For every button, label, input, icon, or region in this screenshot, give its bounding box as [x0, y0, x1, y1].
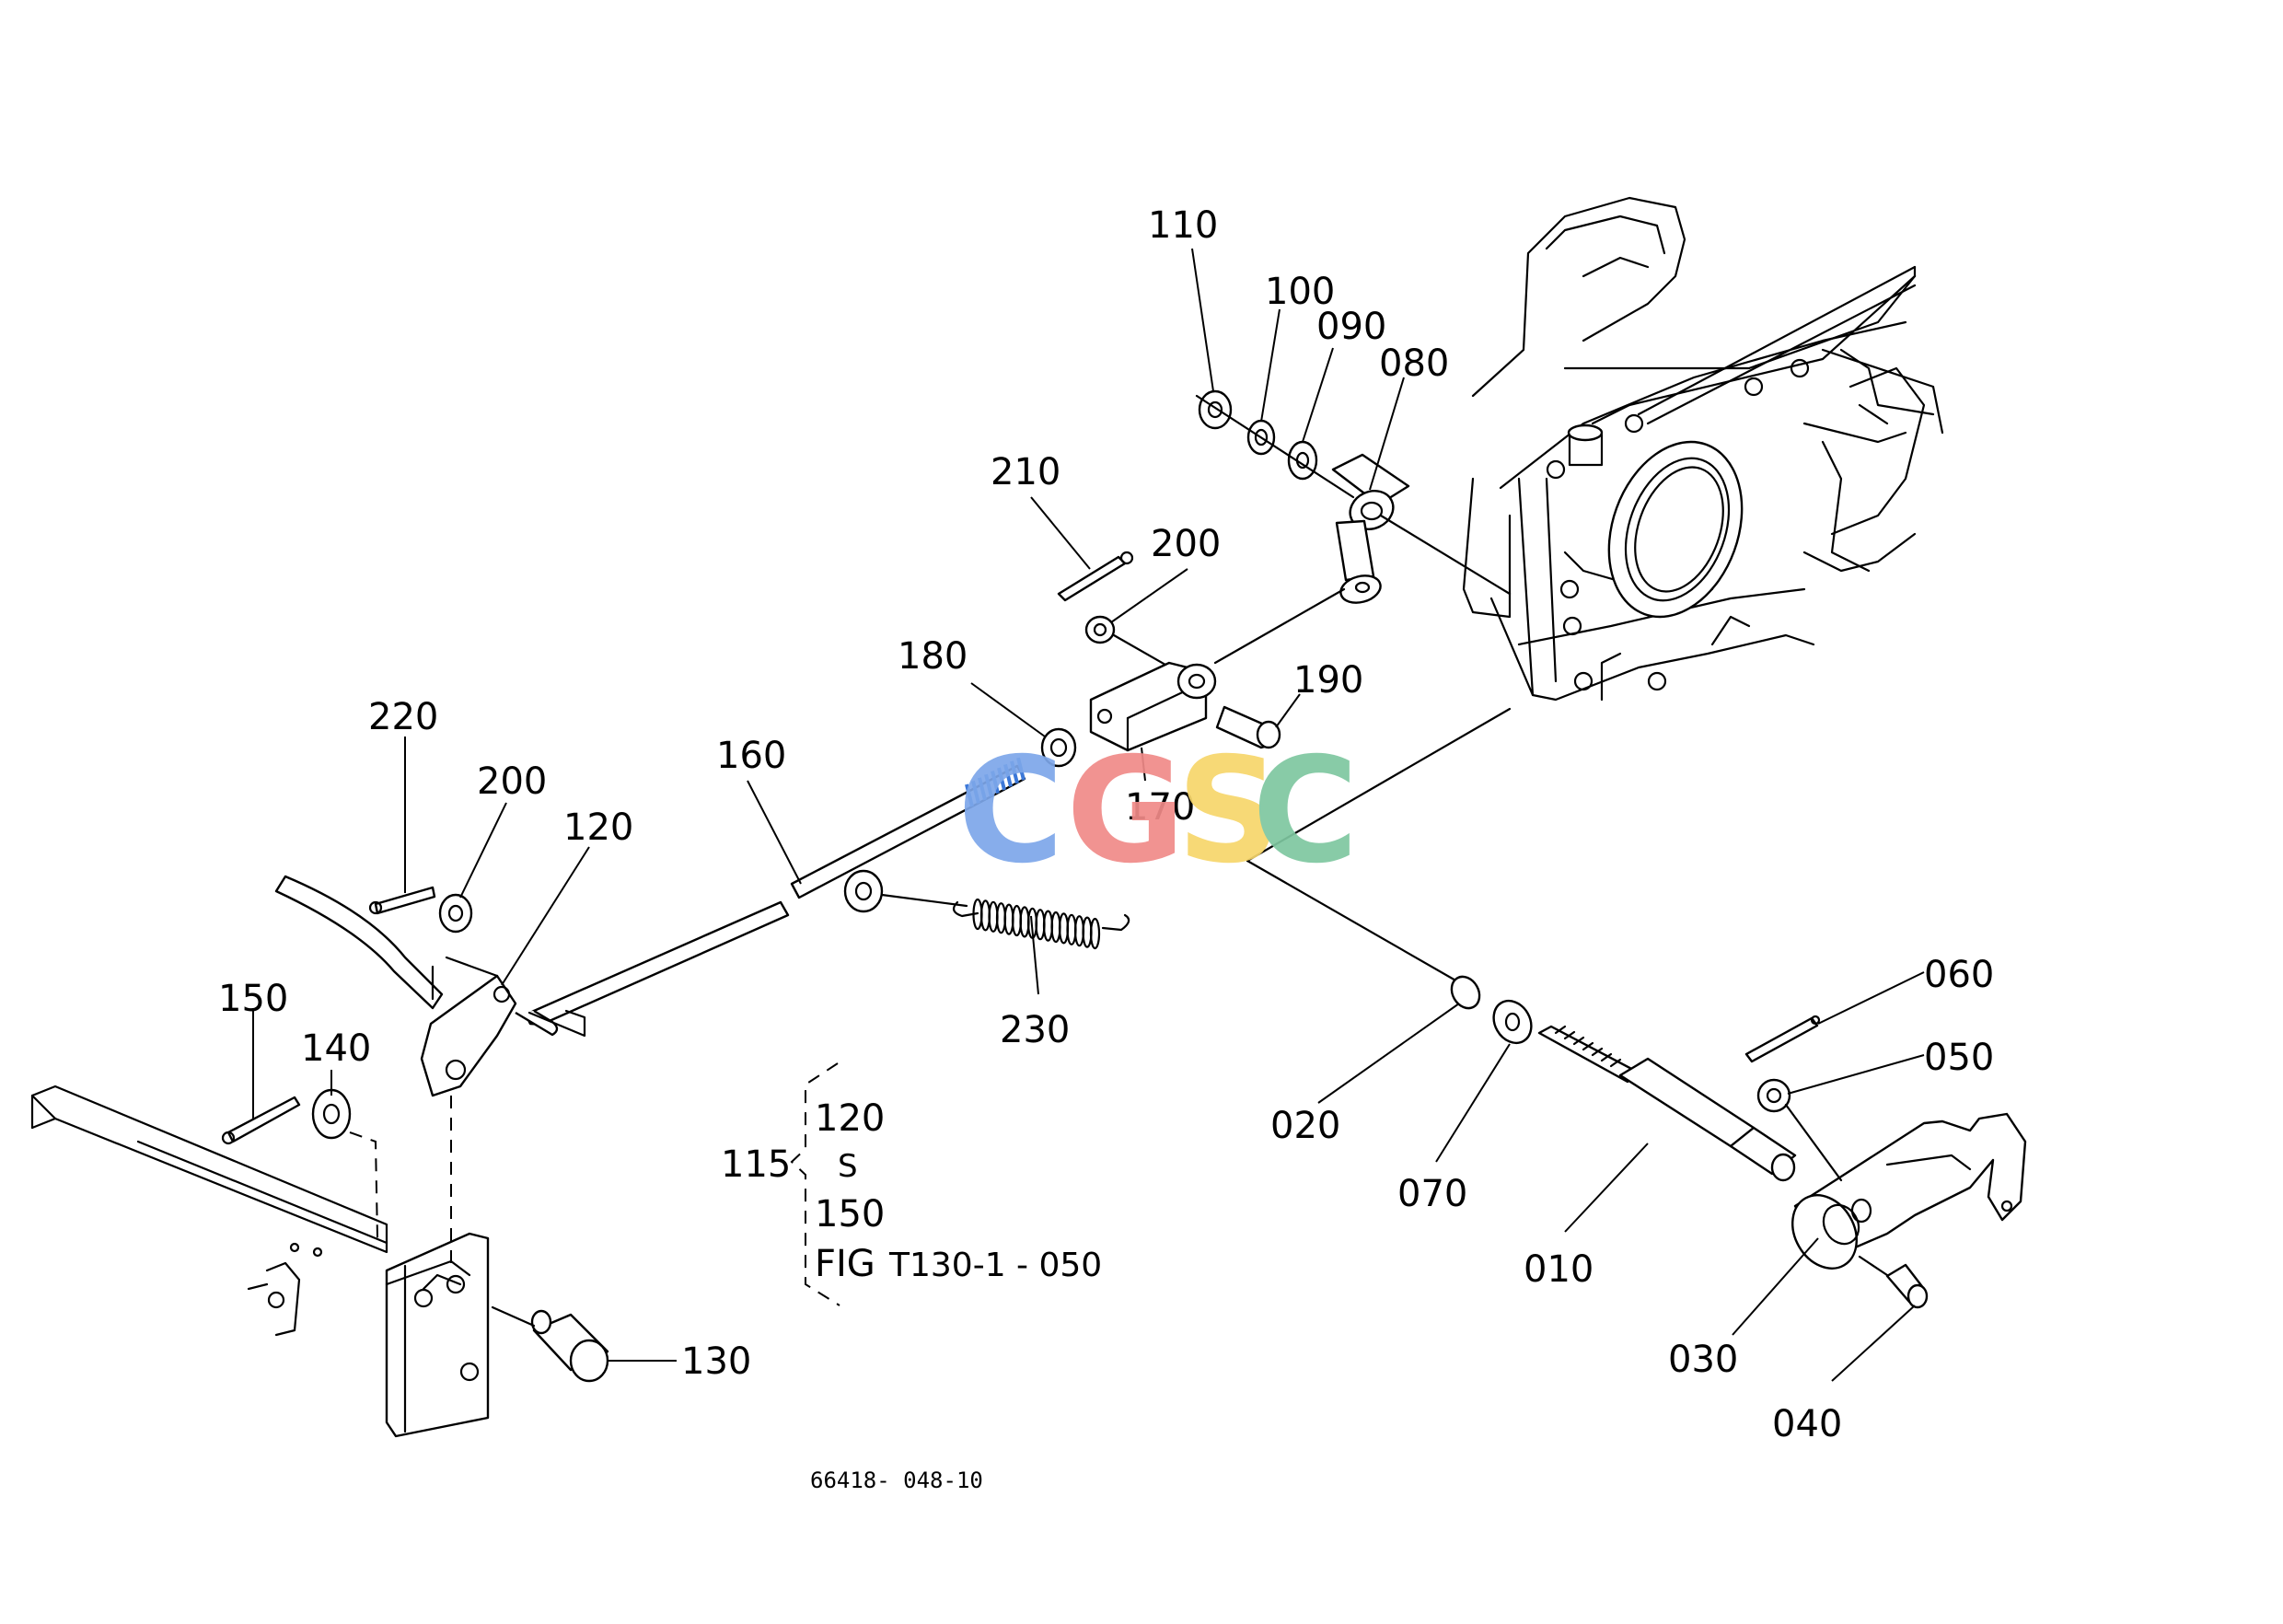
callout-080: 080: [1379, 342, 1449, 385]
part-200-washer-lower: [438, 893, 473, 934]
part-washer-on-rod: [843, 869, 884, 913]
part-120-bracket: [274, 875, 517, 1097]
callout-180: 180: [898, 635, 968, 678]
callout-200-lower: 200: [477, 760, 547, 803]
callout-030: 030: [1668, 1339, 1738, 1381]
callout-160: 160: [716, 735, 786, 777]
part-200-washer-upper: [1084, 615, 1116, 644]
part-060-pin: [1744, 1015, 1821, 1063]
callout-070: 070: [1397, 1173, 1467, 1215]
callout-090: 090: [1316, 306, 1386, 348]
link-line-170-080: [1213, 587, 1346, 665]
watermark-letter-s: S: [1176, 726, 1281, 896]
callout-060: 060: [1924, 954, 1994, 996]
leader-lines: [252, 248, 1925, 1382]
reference-fig-prefix: FIG: [815, 1243, 875, 1285]
callout-100: 100: [1265, 271, 1335, 313]
callout-210: 210: [991, 451, 1060, 493]
part-040-bolt: [1885, 1263, 1929, 1309]
axis-line-040: [1858, 1255, 1889, 1277]
callout-200-upper: 200: [1151, 523, 1221, 565]
part-150-cotter-pin: [221, 1096, 301, 1145]
part-130-pin: [491, 1305, 609, 1383]
reference-range-symbol: S: [838, 1148, 858, 1185]
reference-block: 115 120 S 150 FIG T130-1 - 050: [721, 1062, 1102, 1306]
callout-140: 140: [301, 1027, 371, 1070]
part-020-o-ring: [1450, 975, 1481, 1010]
pedal-arm: [30, 1085, 490, 1438]
part-030-shift-fork: [1791, 1112, 2027, 1270]
center-line-080: [1195, 394, 1355, 499]
part-180-nut: [1040, 727, 1077, 768]
axis-line-020: [1246, 859, 1466, 987]
callout-170: 170: [1125, 786, 1195, 829]
part-160-rod: [527, 757, 1026, 1027]
transmission-housing: [1462, 196, 1944, 702]
reference-range-start: 120: [815, 1097, 885, 1140]
part-210-cotter-pin: [1057, 551, 1134, 602]
axis-line-housing: [1246, 707, 1512, 863]
part-070-washer: [1492, 999, 1533, 1045]
part-170-yoke: [1089, 661, 1217, 752]
drawing-number: 66418- 048-10: [810, 1467, 983, 1493]
callout-150: 150: [218, 978, 288, 1020]
part-010-shaft: [1537, 1025, 1797, 1182]
part-190-clevis-pin: [1215, 705, 1281, 749]
reference-group-number: 115: [721, 1143, 791, 1186]
part-050-washer: [1756, 1078, 1791, 1113]
spring-hook-line: [880, 893, 968, 908]
part-110-nut: [1198, 389, 1233, 430]
watermark-letter-c2: C: [1252, 726, 1359, 896]
callout-020: 020: [1270, 1105, 1340, 1147]
axis-line-050: [1784, 1103, 1843, 1182]
reference-fig-number: T130-1 - 050: [888, 1247, 1102, 1284]
callout-230: 230: [1000, 1009, 1070, 1051]
part-140-washer: [311, 1088, 352, 1140]
part-090-washer: [1287, 440, 1318, 481]
callout-040: 040: [1772, 1403, 1842, 1445]
rod-bend-end: [527, 1009, 586, 1038]
part-080-clutch-arm: [1331, 453, 1512, 604]
callout-130: 130: [681, 1340, 751, 1383]
watermark-letter-c1: C: [957, 726, 1064, 896]
callout-190: 190: [1293, 659, 1363, 702]
part-230-spring: [952, 898, 1130, 950]
rod-thread: [965, 757, 1026, 807]
dashed-axis-140: [349, 1131, 378, 1239]
callout-010: 010: [1524, 1248, 1593, 1291]
cgsc-watermark: C G S C: [957, 726, 1359, 896]
callout-120: 120: [563, 806, 633, 849]
callout-050: 050: [1924, 1037, 1994, 1079]
callout-labels: 110 100 090 080 210 200 180 190 220 200 …: [218, 204, 1994, 1445]
callout-220: 220: [368, 696, 438, 738]
callout-110: 110: [1148, 204, 1218, 247]
watermark-letter-g: G: [1066, 726, 1186, 896]
part-220-cotter-pin: [368, 886, 436, 915]
reference-range-end: 150: [815, 1193, 885, 1235]
